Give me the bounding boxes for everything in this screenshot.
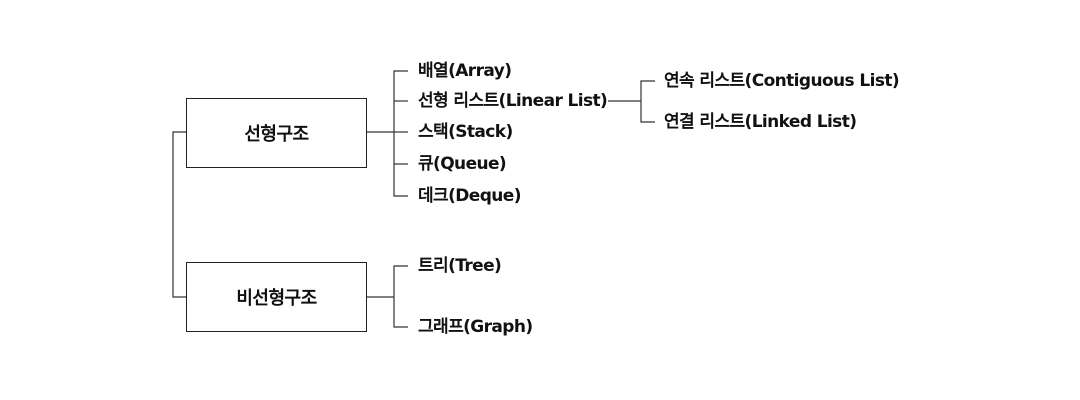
item-tree: 트리(Tree) [418,256,502,276]
nonlinear-structure-label: 비선형구조 [236,288,317,309]
nonlinear-bracket-line [393,265,408,328]
item-linked-list: 연결 리스트(Linked List) [664,112,857,132]
root-bracket-line [172,131,186,298]
linear-structure-box: 선형구조 [186,98,367,168]
item-contiguous-list: 연속 리스트(Contiguous List) [664,71,900,91]
item-graph: 그래프(Graph) [418,317,533,337]
item-stack: 스택(Stack) [418,122,513,142]
linear-list-bracket-line [640,80,655,123]
item-array: 배열(Array) [418,61,512,81]
item-linear-list: 선형 리스트(Linear List) [418,91,608,111]
item-queue: 큐(Queue) [418,154,507,174]
linear-bracket-line [393,70,408,197]
linear-structure-label: 선형구조 [244,124,309,145]
nonlinear-structure-box: 비선형구조 [186,262,367,332]
item-deque: 데크(Deque) [418,186,521,206]
